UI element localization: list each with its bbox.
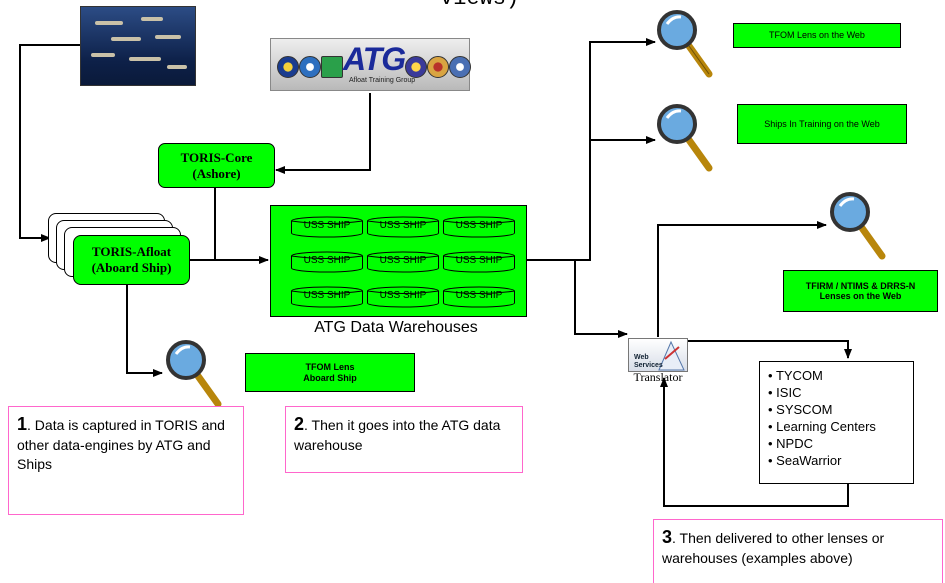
atg-to-core-arrow (275, 93, 371, 174)
tfirm-lens-subtitle: Lenses on the Web (819, 291, 902, 301)
translator-to-examples-arrow (688, 340, 852, 359)
atg-logo-text: ATG (343, 41, 406, 77)
data-warehouse-box: USS SHIP USS SHIP USS SHIP USS SHIP USS … (270, 205, 527, 317)
toris-afloat-subtitle: (Aboard Ship) (91, 260, 172, 275)
top-partial-text: views) (440, 0, 519, 11)
tfom-ship-lens-label: TFOM Lens Aboard Ship (245, 353, 415, 392)
step-3-number: 3 (662, 527, 673, 547)
afloat-to-tfom-ship-arrow (126, 285, 163, 377)
ship-label: USS SHIP (379, 220, 427, 231)
ship-label: USS SHIP (455, 220, 503, 231)
step-2-text: . Then it goes into the ATG data warehou… (294, 417, 501, 454)
ship-db: USS SHIP (367, 284, 439, 310)
web-services-line2: Services (634, 362, 663, 369)
ship-label: USS SHIP (379, 255, 427, 266)
magnifier-icon (657, 104, 713, 172)
toris-afloat-title: TORIS-Afloat (91, 244, 172, 259)
atg-logo: ATG Afloat Training Group (270, 38, 471, 91)
magnifier-icon (166, 340, 222, 408)
examples-list: • TYCOM • ISIC • SYSCOM • Learning Cente… (759, 361, 914, 484)
step-2-callout: 2. Then it goes into the ATG data wareho… (285, 406, 523, 473)
ship-db: USS SHIP (291, 214, 363, 240)
magnifier-icon (657, 10, 713, 78)
step-1-callout: 1. Data is captured in TORIS and other d… (8, 406, 244, 515)
step-2-number: 2 (294, 414, 305, 434)
ship-db: USS SHIP (367, 214, 439, 240)
toris-core-subtitle: (Ashore) (192, 165, 241, 181)
warehouse-to-translator-arrow (574, 260, 628, 338)
ship-label: USS SHIP (303, 220, 351, 231)
ship-db: USS SHIP (291, 284, 363, 310)
atg-logo-subtitle: Afloat Training Group (349, 77, 416, 84)
list-item: • SeaWarrior (768, 453, 842, 468)
ship-db: USS SHIP (443, 214, 515, 240)
toris-afloat-box: TORIS-Afloat (Aboard Ship) (73, 235, 190, 285)
tfom-web-lens-label: TFOM Lens on the Web (733, 23, 901, 48)
photo-to-afloat-arrow (19, 44, 80, 242)
ship-label: USS SHIP (303, 255, 351, 266)
step-3-text: . Then delivered to other lenses or ware… (662, 530, 885, 567)
list-item: • TYCOM (768, 368, 823, 383)
web-services-line1: Web (634, 354, 649, 361)
toris-core-title: TORIS-Core (180, 149, 253, 165)
list-item: • NPDC (768, 436, 814, 451)
fleet-photo (80, 6, 196, 86)
tfom-ship-lens-subtitle: Aboard Ship (303, 372, 357, 383)
tfirm-lens-label: TFIRM / NTIMS & DRRS-N Lenses on the Web (783, 270, 938, 312)
ship-db: USS SHIP (443, 284, 515, 310)
warehouse-to-tfom-web-arrow (527, 38, 656, 261)
list-item: • SYSCOM (768, 402, 833, 417)
ship-label: USS SHIP (303, 290, 351, 301)
ship-label: USS SHIP (379, 290, 427, 301)
ship-label: USS SHIP (455, 290, 503, 301)
tfom-ship-lens-title: TFOM Lens (305, 362, 355, 373)
ships-training-lens-label: Ships In Training on the Web (737, 104, 907, 144)
step-1-text: . Data is captured in TORIS and other da… (17, 417, 225, 472)
tfirm-lens-title: TFIRM / NTIMS & DRRS-N (805, 280, 916, 291)
step-3-callout: 3. Then delivered to other lenses or war… (653, 519, 943, 583)
magnifier-icon (830, 192, 886, 260)
warehouse-label: ATG Data Warehouses (314, 319, 478, 336)
step-1-number: 1 (17, 414, 28, 434)
ship-label: USS SHIP (455, 255, 503, 266)
ship-db: USS SHIP (291, 249, 363, 275)
toris-core-box: TORIS-Core (Ashore) (158, 143, 275, 188)
list-item: • ISIC (768, 385, 802, 400)
ship-db: USS SHIP (443, 249, 515, 275)
translator-label: Translator (633, 370, 683, 384)
ship-db: USS SHIP (367, 249, 439, 275)
list-item: • Learning Centers (768, 419, 876, 434)
